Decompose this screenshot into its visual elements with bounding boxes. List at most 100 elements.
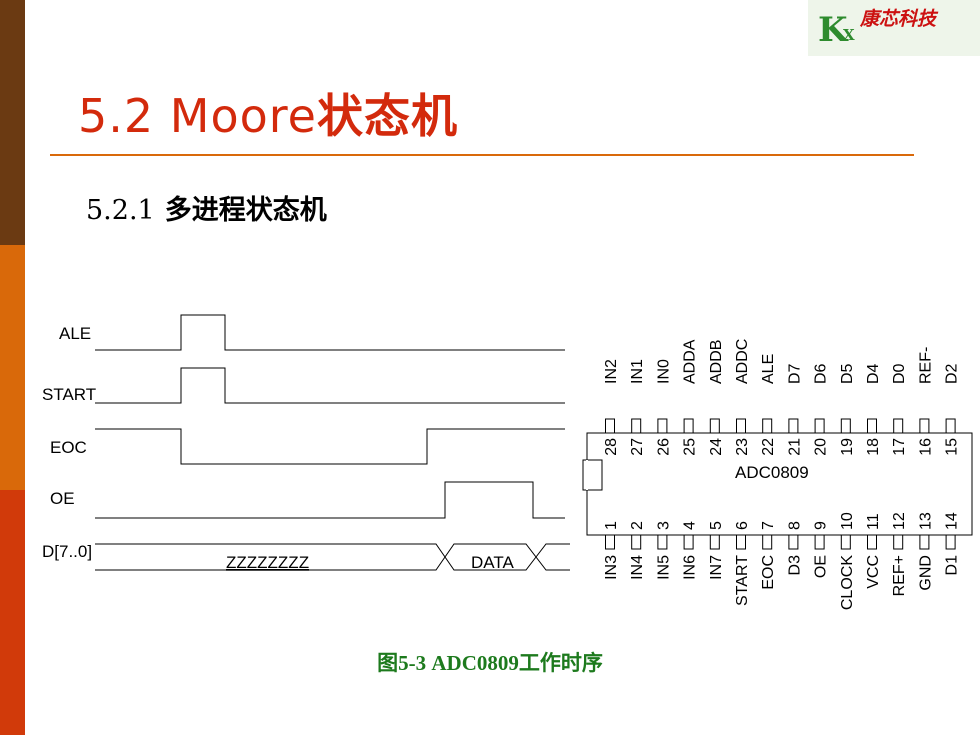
chip-pin-stub xyxy=(814,534,825,550)
chip-pin-name: REF+ xyxy=(891,555,908,596)
chip-pin-name: OE xyxy=(813,555,830,578)
chip-pin-stub xyxy=(814,418,825,434)
chip-pin-stub xyxy=(683,534,694,550)
chip-pin-stub xyxy=(736,534,746,550)
chip-pin-name: VCC xyxy=(865,555,882,589)
chip-pin-name: IN2 xyxy=(603,359,620,384)
logo-mark-sub: X xyxy=(843,26,855,44)
chip-pin-number: 17 xyxy=(891,438,908,456)
chip-pin-name: IN0 xyxy=(655,359,672,384)
chip-pin-number: 16 xyxy=(917,438,934,456)
chip-pin-number: 3 xyxy=(655,521,672,530)
logo-mark: K xyxy=(818,10,848,50)
company-name: 康芯科技 xyxy=(860,8,937,30)
title-divider xyxy=(50,154,914,156)
chip-pin-number: 5 xyxy=(708,521,725,530)
side-bar-middle xyxy=(0,245,25,490)
bus-highz-label: ZZZZZZZZ xyxy=(226,553,309,572)
chip-pin-stub xyxy=(893,418,904,434)
chip-pin-name: IN7 xyxy=(708,555,725,580)
timing-waveforms xyxy=(95,314,570,571)
chip-pin-name: ADDC xyxy=(734,339,751,384)
chip-pin-name: CLOCK xyxy=(839,555,856,610)
chip-pin-number: 21 xyxy=(786,438,803,456)
chip-pin-name: D3 xyxy=(786,555,803,576)
chip-pin-name: REF- xyxy=(917,347,934,384)
chip-pin-name: START xyxy=(734,555,751,606)
chip-pin-name: ALE xyxy=(760,354,777,384)
chip-pin-stub xyxy=(657,534,668,550)
chip-pin-number: 4 xyxy=(682,521,699,530)
chip-notch xyxy=(582,459,603,491)
chip-pin-stub xyxy=(867,418,877,434)
chip-pin-number: 6 xyxy=(734,521,751,530)
chip-pin-number: 18 xyxy=(865,438,882,456)
chip-pin-stub xyxy=(762,418,773,434)
chip-pin-name: D7 xyxy=(786,363,803,384)
chip-pin-stub xyxy=(631,418,642,434)
chip-pin-name: IN1 xyxy=(629,359,646,384)
chip-pin-stub xyxy=(893,534,904,550)
signal-labels: ALE START EOC OE D[7..0] ZZZZZZZZ DATA xyxy=(42,324,514,572)
chip-pin-number: 10 xyxy=(839,512,856,530)
chip-pin-number: 20 xyxy=(813,438,830,456)
chip-pin-name: IN4 xyxy=(629,555,646,580)
chip-pin-number: 28 xyxy=(603,438,620,456)
chip-pin-stub xyxy=(867,534,877,550)
signal-label-eoc: EOC xyxy=(50,438,87,457)
chip-pins: 28IN227IN126IN025ADDA24ADDB23ADDC22ALE21… xyxy=(603,339,961,610)
chip-pin-name: D0 xyxy=(891,363,908,384)
chip-pin-stub xyxy=(709,534,720,550)
chip-pin-number: 25 xyxy=(682,438,699,456)
chip-pin-number: 23 xyxy=(734,438,751,456)
chip-pin-stub xyxy=(605,534,615,550)
chip-pin-number: 1 xyxy=(603,521,620,530)
chip-pin-number: 14 xyxy=(944,512,961,530)
chip-pin-name: D2 xyxy=(944,363,961,384)
chip-pin-stub xyxy=(945,534,956,550)
chip-pin-number: 2 xyxy=(629,521,646,530)
signal-label-start: START xyxy=(42,385,96,404)
section-number: 5.2.1 xyxy=(86,195,155,226)
chip-pin-stub xyxy=(945,418,956,434)
chip-pin-stub xyxy=(762,534,773,550)
figure-caption: 图5-3 ADC0809工作时序 xyxy=(377,651,603,675)
chip-pin-stub xyxy=(840,418,851,434)
adc0809-chip: ADC0809 28IN227IN126IN025ADDA24ADDB23ADD… xyxy=(582,339,973,610)
chip-pin-number: 22 xyxy=(760,438,777,456)
chip-pin-name: IN5 xyxy=(655,555,672,580)
chip-pin-name: IN6 xyxy=(682,555,699,580)
chip-pin-number: 15 xyxy=(944,438,961,456)
chip-name: ADC0809 xyxy=(735,463,809,482)
chip-pin-number: 27 xyxy=(629,438,646,456)
chip-pin-stub xyxy=(736,418,746,434)
bus-waveform-lower xyxy=(95,543,570,571)
oe-waveform xyxy=(95,481,565,519)
chip-pin-number: 7 xyxy=(760,521,777,530)
chip-pin-name: GND xyxy=(917,555,934,591)
chip-pin-name: D4 xyxy=(865,363,882,384)
title-cjk: 状态机 xyxy=(316,89,458,143)
bus-waveform-upper xyxy=(95,543,570,571)
chip-pin-stub xyxy=(631,534,642,550)
signal-label-oe: OE xyxy=(50,489,75,508)
chip-pin-number: 24 xyxy=(708,438,725,456)
bus-data-label: DATA xyxy=(471,553,514,572)
chip-body xyxy=(586,432,973,536)
logo xyxy=(808,0,980,56)
signal-label-ale: ALE xyxy=(59,324,91,343)
section-title: 多进程状态机 xyxy=(164,195,327,226)
chip-pin-stub xyxy=(840,534,851,550)
ale-waveform xyxy=(95,314,565,351)
chip-pin-stub xyxy=(657,418,668,434)
chip-pin-stub xyxy=(788,418,799,434)
chip-pin-name: IN3 xyxy=(603,555,620,580)
chip-pin-stub xyxy=(709,418,720,434)
chip-pin-stub xyxy=(788,534,799,550)
chip-pin-name: ADDB xyxy=(708,340,725,384)
chip-pin-name: D1 xyxy=(944,555,961,576)
chip-pin-number: 9 xyxy=(813,521,830,530)
chip-pin-number: 13 xyxy=(917,512,934,530)
side-bar-bottom xyxy=(0,490,25,735)
